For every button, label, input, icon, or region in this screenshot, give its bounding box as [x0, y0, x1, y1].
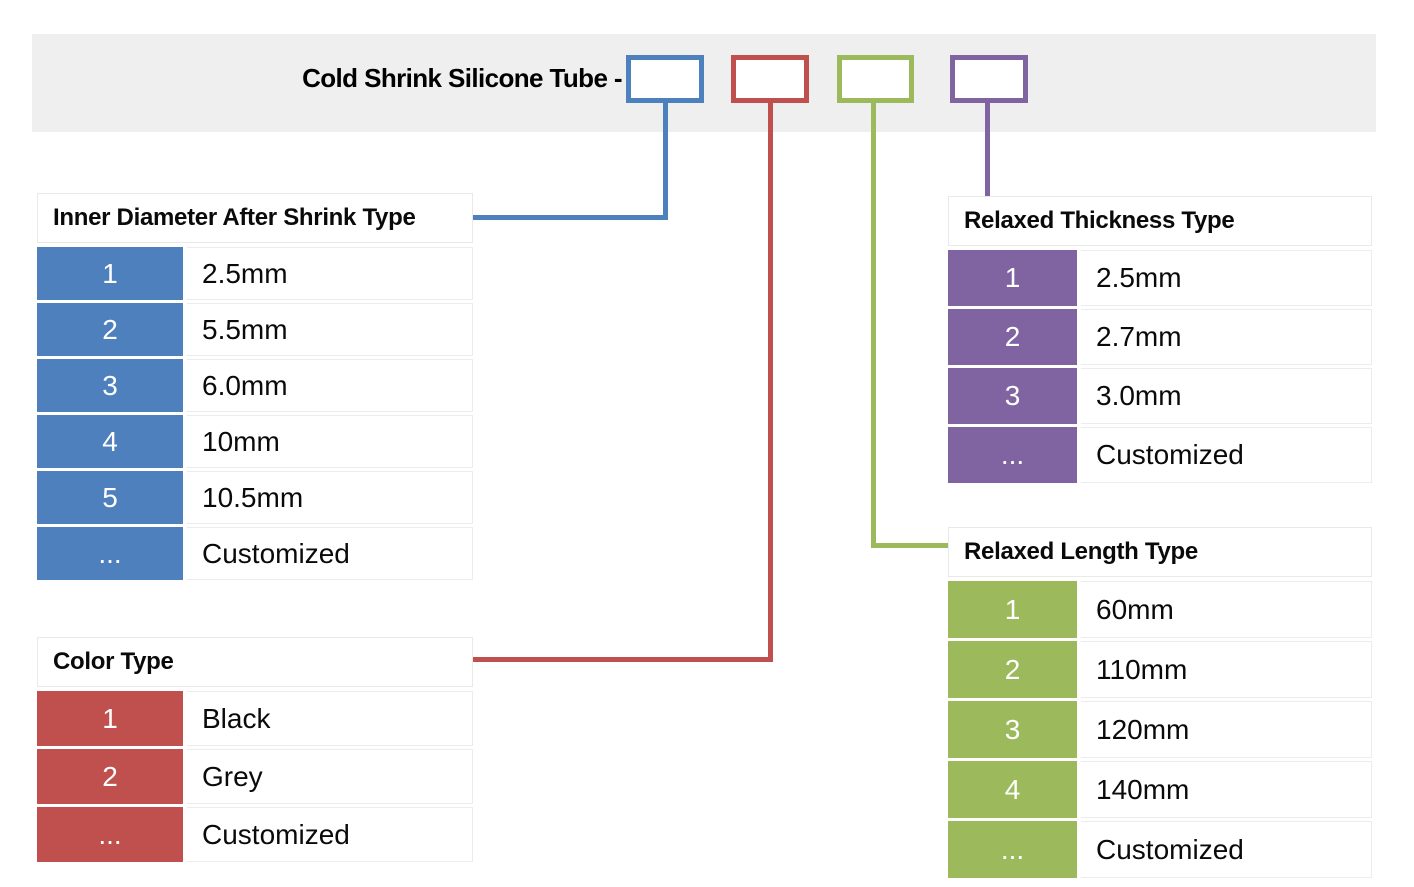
- code-cell: 5: [37, 471, 183, 524]
- value-cell: Black: [187, 691, 473, 746]
- code-cell: ...: [37, 527, 183, 580]
- code-cell: 2: [37, 303, 183, 356]
- code-cell: 2: [37, 749, 183, 804]
- connector-inner-diameter-horizontal: [472, 215, 668, 220]
- connector-length-vertical: [871, 100, 876, 548]
- connector-length-horizontal: [871, 543, 948, 548]
- code-box-inner-diameter: [626, 55, 704, 103]
- code-cell: 3: [948, 701, 1077, 758]
- value-cell: 3.0mm: [1081, 368, 1372, 424]
- connector-thickness-vertical: [985, 100, 990, 198]
- value-cell: 120mm: [1081, 701, 1372, 758]
- page-title: Cold Shrink Silicone Tube -: [302, 63, 623, 93]
- header-band: [32, 34, 1376, 132]
- value-cell: 140mm: [1081, 761, 1372, 818]
- value-cell: 2.5mm: [1081, 250, 1372, 306]
- value-cell: 2.5mm: [187, 247, 473, 300]
- code-cell: 1: [948, 581, 1077, 638]
- code-cell: 1: [37, 247, 183, 300]
- table-row: ...Customized: [948, 821, 1372, 878]
- connector-inner-diameter-vertical: [663, 100, 668, 220]
- code-cell: 1: [948, 250, 1077, 306]
- code-box-thickness: [950, 55, 1028, 103]
- code-box-color: [731, 55, 809, 103]
- table-row: ...Customized: [37, 527, 473, 580]
- value-cell: Customized: [187, 527, 473, 580]
- code-cell: ...: [948, 821, 1077, 878]
- value-cell: 6.0mm: [187, 359, 473, 412]
- value-cell: 10mm: [187, 415, 473, 468]
- color-table-title: Color Type: [37, 637, 473, 687]
- connector-color-horizontal: [473, 657, 773, 662]
- inner-diameter-table-title: Inner Diameter After Shrink Type: [37, 193, 473, 243]
- code-cell: 2: [948, 641, 1077, 698]
- value-cell: 5.5mm: [187, 303, 473, 356]
- value-cell: Customized: [187, 807, 473, 862]
- table-row: ...Customized: [37, 807, 473, 862]
- code-cell: 1: [37, 691, 183, 746]
- code-cell: 4: [948, 761, 1077, 818]
- value-cell: Customized: [1081, 821, 1372, 878]
- code-cell: 3: [948, 368, 1077, 424]
- value-cell: Customized: [1081, 427, 1372, 483]
- code-cell: ...: [948, 427, 1077, 483]
- value-cell: 2.7mm: [1081, 309, 1372, 365]
- value-cell: 60mm: [1081, 581, 1372, 638]
- value-cell: 110mm: [1081, 641, 1372, 698]
- code-cell: ...: [37, 807, 183, 862]
- value-cell: 10.5mm: [187, 471, 473, 524]
- code-cell: 3: [37, 359, 183, 412]
- connector-color-vertical: [768, 100, 773, 662]
- table-row: ...Customized: [948, 427, 1372, 483]
- code-cell: 4: [37, 415, 183, 468]
- length-table-title: Relaxed Length Type: [948, 527, 1372, 577]
- value-cell: Grey: [187, 749, 473, 804]
- code-cell: 2: [948, 309, 1077, 365]
- code-box-length: [837, 55, 914, 103]
- thickness-table-title: Relaxed Thickness Type: [948, 196, 1372, 246]
